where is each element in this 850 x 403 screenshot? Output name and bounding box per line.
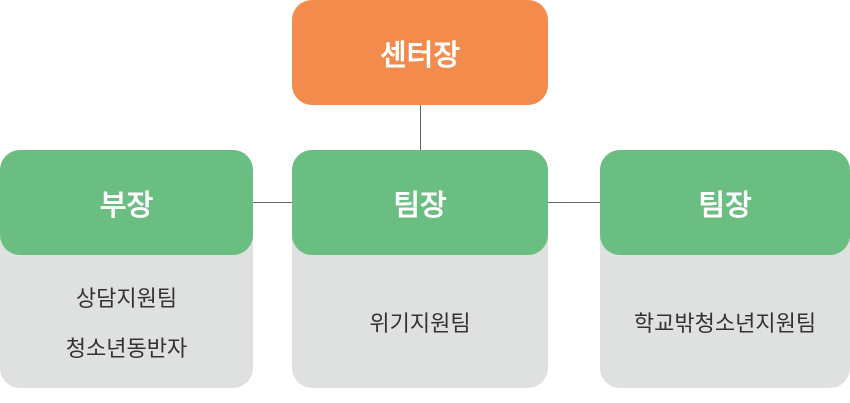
team-label: 상담지원팀	[75, 286, 178, 312]
card-title: 팀장	[698, 187, 752, 222]
team-label: 청소년동반자	[65, 336, 188, 362]
card-header: 팀장	[600, 150, 850, 255]
card-header: 부장	[0, 150, 253, 255]
center-director-box: 센터장	[292, 0, 548, 105]
org-card-team-leader-out-of-school: 팀장 학교밖청소년지원팀	[600, 150, 850, 388]
connector-vertical	[420, 105, 421, 150]
card-header: 팀장	[292, 150, 548, 255]
center-director-title: 센터장	[379, 37, 461, 72]
org-card-team-leader-crisis: 팀장 위기지원팀	[292, 150, 548, 388]
card-title: 부장	[99, 187, 154, 222]
connector-left	[253, 202, 292, 203]
connector-right	[548, 202, 600, 203]
team-label: 위기지원팀	[369, 311, 471, 337]
team-label: 학교밖청소년지원팀	[633, 311, 817, 337]
card-title: 팀장	[393, 187, 447, 222]
org-card-deputy: 부장 상담지원팀 청소년동반자	[0, 150, 253, 388]
